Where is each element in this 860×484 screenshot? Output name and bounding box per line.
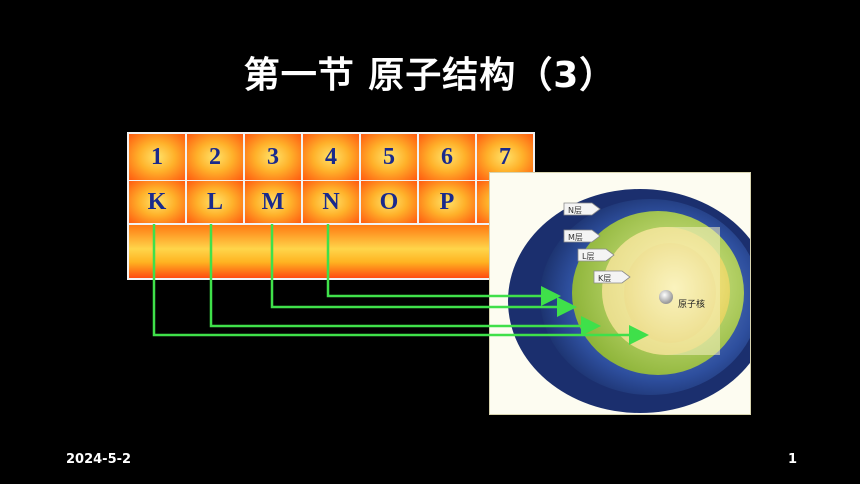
shell-number-cell: 4 [303,134,359,180]
shell-label-m: M层 [563,229,601,243]
shell-letter-cell: M [245,181,301,223]
energy-gradient-bar [129,225,533,278]
shell-number-cell: 3 [245,134,301,180]
atom-diagram: N层 M层 L层 K层 原子核 [489,172,772,415]
shell-number-cell: 6 [419,134,475,180]
shell-letter-cell: N [303,181,359,223]
slide-title: 第一节 原子结构（3） [243,55,617,96]
shell-label-k: K层 [593,270,631,284]
nucleus-label: 原子核 [678,298,705,310]
shell-number-cell: 2 [187,134,243,180]
shell-letter-cell: L [187,181,243,223]
svg-text:N层: N层 [568,206,582,215]
svg-text:M层: M层 [568,233,583,242]
svg-text:K层: K层 [598,274,611,283]
page-number: 1 [788,452,798,467]
shell-letter-cell: K [129,181,185,223]
shell-label-n: N层 [563,202,601,216]
svg-text:L层: L层 [582,252,594,261]
shell-number-cell: 1 [129,134,185,180]
shell-letter-cell: O [361,181,417,223]
footer-date: 2024-5-2 [66,452,132,467]
shell-letter-cell: P [419,181,475,223]
atom-illustration: N层 M层 L层 K层 原子核 [508,189,772,413]
shell-label-l: L层 [577,248,615,262]
shell-number-row: 1 2 3 4 5 6 7 [129,134,533,180]
shell-number-cell: 5 [361,134,417,180]
shell-letter-row: K L M N O P Q [129,181,533,223]
shell-table: 1 2 3 4 5 6 7 K L M N O P Q [127,132,535,280]
nucleus [659,290,673,304]
